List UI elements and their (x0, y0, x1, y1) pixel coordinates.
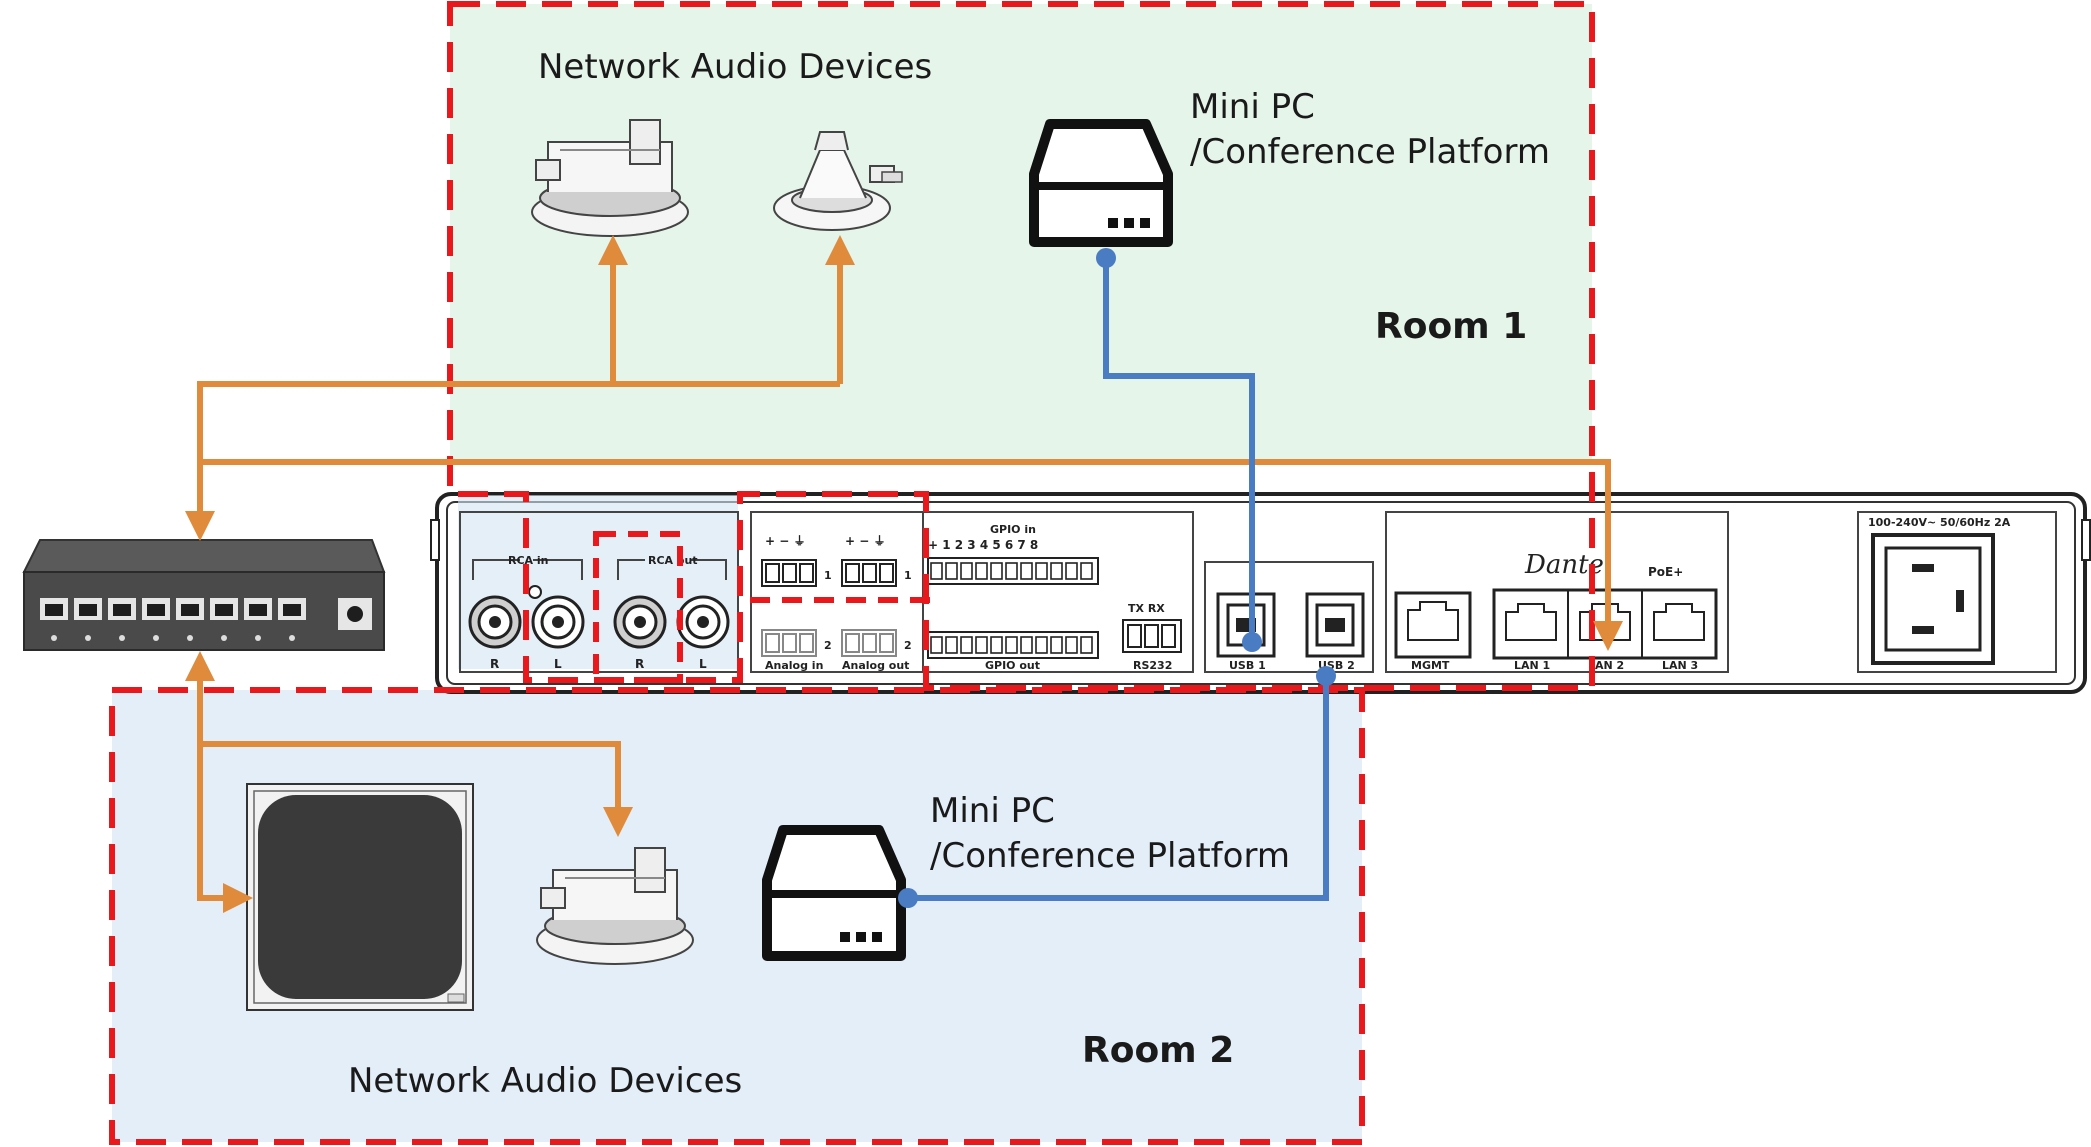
rs232-label: RS232 (1133, 659, 1172, 672)
room1-pc-label-line1: Mini PC (1190, 87, 1315, 127)
analog-ch1-label: 1 (824, 569, 832, 582)
usb1-label: USB 1 (1229, 659, 1266, 672)
pendant-speaker-icon (773, 131, 903, 231)
gpio-numbers: + 1 2 3 4 5 6 7 8 (928, 538, 1038, 552)
usb-connections (908, 258, 1329, 901)
analog-in-label: Analog in (765, 659, 823, 672)
room2-label: Room 2 (1082, 1030, 1234, 1071)
rca-in-r-label: R (490, 657, 499, 671)
txrx-label: TX RX (1128, 602, 1165, 615)
gpio-out-label: GPIO out (985, 659, 1040, 672)
network-connections (185, 235, 1623, 913)
analog-ch1b-label: 1 (904, 569, 912, 582)
mgmt-label: MGMT (1411, 659, 1450, 672)
network-switch (22, 539, 386, 651)
poe-label: PoE+ (1648, 565, 1683, 579)
rca-out-l-label: L (699, 657, 707, 671)
mini-pc-icon (1029, 119, 1173, 247)
room2-dashed-border (109, 687, 1365, 1145)
rca-out-r-label: R (635, 657, 644, 671)
lan3-label: LAN 3 (1662, 659, 1698, 672)
dante-device-rear-panel: RCA in R L RCA out R L + − ⏚ + − ⏚ 1 (430, 492, 2091, 694)
svg-text:+ − ⏚: + − ⏚ (845, 534, 885, 548)
room1-label: Room 1 (1375, 306, 1527, 347)
square-speaker-icon (246, 783, 474, 1011)
room2-pc-label-line2: /Conference Platform (930, 836, 1290, 876)
rca-in-l-label: L (554, 657, 562, 671)
rca-in-label: RCA in (508, 554, 549, 567)
analog-out-label: Analog out (842, 659, 909, 672)
gpio-in-label: GPIO in (990, 523, 1036, 536)
lan1-label: LAN 1 (1514, 659, 1550, 672)
lan2-label: LAN 2 (1588, 659, 1624, 672)
ceiling-speaker-icon (531, 119, 689, 237)
rca-out-label: RCA out (648, 554, 698, 567)
room1-pc-label-line2: /Conference Platform (1190, 132, 1550, 172)
ceiling-speaker-room2-icon (536, 847, 694, 965)
room1-devices-label: Network Audio Devices (538, 47, 932, 87)
analog-ch2b-label: 2 (904, 639, 912, 652)
svg-text:+ − ⏚: + − ⏚ (765, 534, 805, 548)
room2-devices-label: Network Audio Devices (348, 1061, 742, 1101)
room2-pc-label-line1: Mini PC (930, 791, 1055, 831)
power-rating-label: 100-240V~ 50/60Hz 2A (1868, 516, 2011, 529)
mini-pc-room2-icon (762, 825, 906, 961)
analog-ch2-label: 2 (824, 639, 832, 652)
room1-dashed-border (447, 1, 1595, 691)
